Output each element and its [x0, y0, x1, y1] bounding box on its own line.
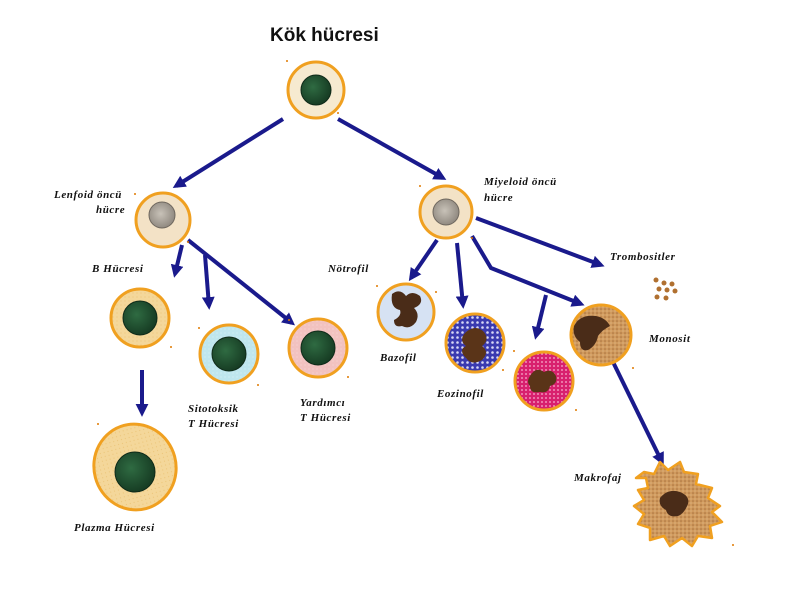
label-monocyte: Monosit	[648, 333, 691, 345]
cytotoxic-t-cell	[198, 323, 260, 385]
label-eosinophil: Eozinofil	[436, 388, 484, 400]
monocyte-cell	[569, 303, 633, 367]
myeloid-progenitor-cell	[418, 184, 474, 240]
label-cytotoxic-2: T Hücresi	[188, 418, 239, 430]
decorative-dots	[97, 60, 734, 546]
arrow-monocyte-to-macrophage	[611, 361, 664, 466]
label-myeloid-2: hücre	[484, 192, 513, 204]
label-plasma: Plazma Hücresi	[74, 522, 155, 534]
diagram-title: Kök hücresi	[270, 25, 379, 46]
b-cell	[109, 287, 171, 349]
pink-granulocyte-cell	[513, 350, 575, 412]
arrow-branch-to-pink-cell	[531, 294, 548, 340]
label-helper-2: T Hücresi	[300, 412, 351, 424]
arrow-stem-to-myeloid	[337, 117, 447, 180]
label-helper-1: Yardımcı	[300, 397, 345, 409]
arrow-myeloid-to-eosinophil	[455, 242, 469, 309]
lymphoid-progenitor-cell	[134, 191, 192, 249]
platelets	[653, 277, 678, 301]
label-lymphoid-2: hücre	[96, 204, 125, 216]
label-macrophage: Makrofaj	[573, 472, 622, 484]
label-lymphoid-1: Lenfoid öncü	[53, 189, 122, 201]
helper-t-cell	[287, 317, 349, 379]
arrow-lymphoid-to-helper	[186, 238, 296, 326]
arrow-lymphoid-to-b-cell	[170, 244, 184, 278]
label-myeloid-1: Miyeloid öncü	[483, 176, 557, 188]
label-b-cell: B Hücresi	[91, 263, 144, 275]
label-neutrophil: Nötrofil	[327, 263, 369, 275]
stem-cell	[286, 60, 346, 120]
arrow-myeloid-to-platelets	[475, 216, 605, 268]
neutrophil-cell	[376, 282, 436, 342]
arrow-myeloid-to-monocyte	[470, 234, 585, 307]
label-cytotoxic-1: Sitotoksik	[188, 403, 239, 415]
label-platelets: Trombositler	[610, 251, 676, 263]
arrows	[135, 117, 664, 466]
plasma-cell	[92, 422, 178, 512]
arrow-lymphoid-to-cytotoxic	[201, 254, 215, 310]
arrow-stem-to-lymphoid	[172, 117, 285, 189]
arrow-myeloid-to-neutrophil	[408, 238, 439, 282]
macrophage-cell	[632, 460, 724, 548]
eosinophil-cell	[444, 312, 506, 374]
label-basophil: Bazofil	[379, 352, 417, 364]
